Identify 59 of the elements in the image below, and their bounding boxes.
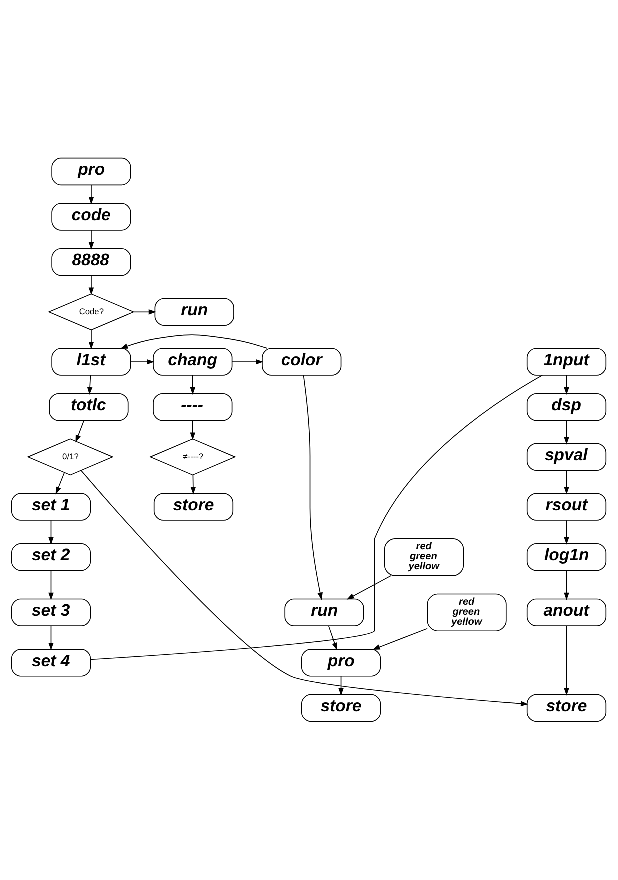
- arrow: [130, 359, 155, 365]
- node-box: red green yellow: [384, 538, 464, 576]
- node-box: chang: [153, 348, 233, 376]
- node-box: l1st: [52, 348, 132, 376]
- arrow: [328, 626, 338, 650]
- node-box: spval: [526, 443, 607, 472]
- node-box: pro: [52, 158, 132, 186]
- arrow: [564, 570, 570, 600]
- arrow: [564, 375, 570, 396]
- node-box: totlc: [49, 393, 129, 422]
- arrow: [48, 626, 54, 651]
- node-box: code: [52, 203, 132, 231]
- node-box: set 2: [11, 544, 92, 572]
- arrow: [120, 334, 268, 350]
- node-box: red green yellow: [427, 594, 507, 632]
- arrow: [88, 184, 94, 205]
- node-diamond: ≠----?: [150, 438, 236, 476]
- arrow: [346, 575, 392, 600]
- arrow: [48, 570, 54, 600]
- arrow: [88, 275, 94, 296]
- arrow: [372, 628, 428, 650]
- node-box: store: [154, 493, 234, 521]
- arrow: [564, 520, 570, 545]
- node-box: pro: [301, 649, 382, 677]
- arrow: [338, 676, 344, 696]
- node-diamond: Code?: [48, 294, 135, 331]
- arrow: [190, 474, 196, 495]
- node-box: dsp: [526, 393, 607, 422]
- node-box: color: [262, 348, 342, 376]
- arrow: [564, 626, 570, 696]
- arrow: [76, 420, 85, 443]
- node-box: run: [154, 298, 234, 326]
- node-box: 1nput: [526, 348, 607, 376]
- arrow: [134, 310, 156, 315]
- node-diamond: 0/1?: [27, 438, 114, 476]
- arrow: [232, 359, 264, 365]
- node-box: log1n: [526, 544, 607, 572]
- node-box: ----: [153, 393, 233, 422]
- arrow: [303, 375, 323, 600]
- arrow: [88, 330, 94, 350]
- node-box: rsout: [526, 493, 607, 521]
- node-box: store: [301, 694, 382, 722]
- connector: [90, 375, 543, 660]
- node-box: set 3: [11, 598, 92, 626]
- arrow: [564, 420, 570, 445]
- arrow: [190, 420, 196, 440]
- arrow: [564, 470, 570, 495]
- node-box: 8888: [52, 248, 132, 276]
- node-box: store: [526, 694, 607, 722]
- node-box: run: [284, 598, 364, 626]
- node-box: set 4: [11, 649, 92, 677]
- arrow: [80, 470, 529, 707]
- node-box: set 1: [11, 493, 92, 521]
- arrow: [88, 230, 94, 250]
- arrow: [56, 472, 66, 495]
- node-box: anout: [526, 598, 607, 626]
- arrow: [48, 520, 54, 545]
- arrow: [190, 375, 196, 396]
- arrow: [87, 375, 93, 395]
